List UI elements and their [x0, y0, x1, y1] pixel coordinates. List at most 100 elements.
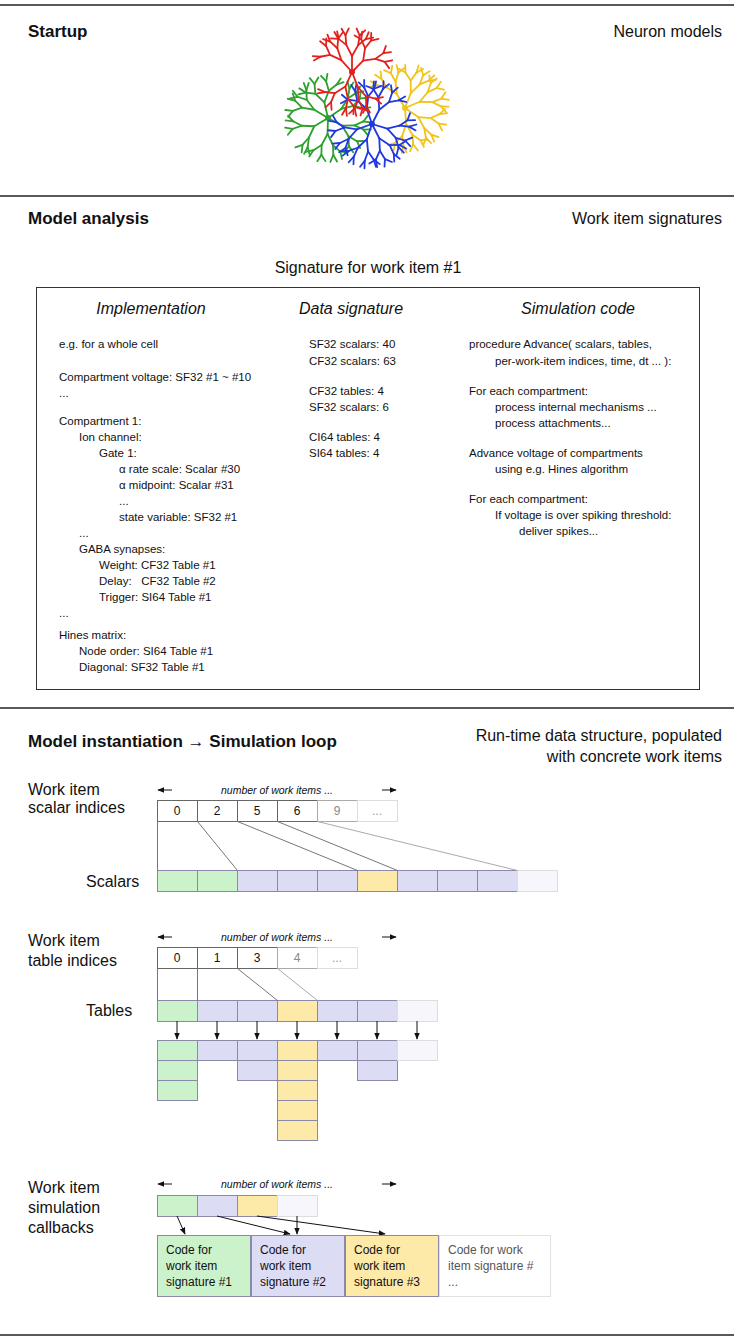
signature-line: e.g. for a whole cell	[59, 336, 158, 352]
dendrite	[336, 127, 345, 131]
dendrite	[298, 97, 307, 100]
table-cell	[158, 1001, 198, 1022]
dendrite	[290, 97, 297, 99]
dendrite	[330, 155, 333, 162]
dendrite	[358, 139, 367, 148]
dendrite	[366, 38, 373, 40]
dendrite	[346, 28, 349, 35]
dendrite	[345, 148, 347, 155]
dendrite	[378, 89, 383, 98]
index-leader	[278, 969, 318, 1001]
dendrite	[440, 113, 448, 114]
dendrite	[331, 131, 335, 137]
dendrite	[302, 125, 314, 127]
table-entry	[158, 1081, 198, 1101]
index-value: 4	[277, 947, 317, 969]
dendrite	[390, 144, 400, 146]
dendrite	[293, 108, 302, 111]
signature-line: CF32 scalars: 63	[309, 353, 396, 369]
callback-cell	[238, 1196, 278, 1217]
dendrite	[315, 94, 324, 103]
dendrite	[385, 60, 392, 62]
index-leader	[238, 969, 278, 1001]
dendrite	[363, 48, 365, 60]
code-label: Code for work item signature # ...	[448, 1242, 539, 1290]
dendrite	[358, 99, 362, 108]
dendrite	[424, 128, 426, 138]
dendrite	[314, 57, 321, 61]
index-cell	[278, 801, 318, 822]
dendrite	[366, 86, 373, 89]
code-box: Code for work item signature #1	[157, 1235, 251, 1297]
dendrite	[441, 99, 449, 100]
callback-cell	[278, 1196, 318, 1217]
dendrite	[365, 96, 367, 106]
dendrite	[387, 126, 399, 129]
dendrite	[306, 93, 316, 94]
neuron-model	[328, 80, 416, 168]
dendrite	[293, 126, 302, 129]
table-entry	[278, 1061, 318, 1081]
signature-line: CI64 tables: 4	[309, 429, 380, 445]
signature-line: SF32 scalars: 40	[309, 336, 395, 352]
column-header: Implementation	[1, 300, 301, 318]
signature-line: ...	[79, 525, 89, 541]
dendrite	[309, 126, 314, 137]
dendrite	[380, 71, 383, 79]
signature-line: process attachments...	[495, 415, 611, 431]
code-label: Code for work item signature #2	[260, 1242, 333, 1290]
table-entry	[398, 1041, 438, 1061]
dendrite	[330, 42, 337, 49]
signature-line: SI64 tables: 4	[309, 445, 379, 461]
dendrite	[366, 96, 375, 98]
signature-line: Delay: CF32 Table #2	[99, 573, 216, 589]
index-value: 1	[197, 947, 237, 969]
dendrite	[421, 68, 423, 75]
section-subtitle: Work item signatures	[422, 209, 722, 228]
dendrite	[327, 35, 330, 42]
dendrite	[314, 84, 317, 94]
dendrite	[349, 157, 354, 163]
index-leader	[157, 969, 158, 1001]
dendrite	[431, 135, 434, 142]
signature-line: Ion channel:	[79, 429, 142, 445]
dendrite	[432, 102, 441, 106]
dendrite	[340, 152, 342, 159]
signature-line: process internal mechanisms ...	[495, 399, 657, 415]
dendrite	[325, 102, 331, 107]
dendrite	[317, 155, 321, 161]
dendrite	[441, 92, 445, 98]
soma	[402, 105, 408, 111]
table-entry	[158, 1041, 198, 1061]
dendrite	[315, 78, 319, 85]
dendrite	[299, 88, 305, 92]
signature-line: Weight: CF32 Table #1	[99, 557, 216, 573]
signature-line: Compartment voltage: SF32 #1 ~ #10	[59, 369, 251, 385]
dendrite	[368, 152, 374, 160]
dendrite	[384, 70, 391, 73]
dendrite	[329, 85, 337, 91]
dendrite	[420, 101, 432, 103]
table-pointer	[257, 1021, 258, 1039]
code-label: Code for work item signature #3	[354, 1242, 427, 1290]
row-label: Scalars	[86, 872, 139, 891]
neuron-model	[370, 65, 449, 153]
table-cell	[318, 1001, 358, 1022]
dendrite	[387, 129, 395, 138]
table-entry	[158, 1061, 198, 1081]
index-cell	[198, 801, 238, 822]
dendrite	[431, 118, 439, 124]
scalar-cell	[278, 871, 318, 892]
index-cell	[358, 801, 398, 822]
table-entry	[358, 1041, 398, 1061]
dendrite	[392, 88, 398, 93]
dendrite	[363, 130, 368, 136]
signature-line: α midpoint: Scalar #31	[119, 477, 234, 493]
dendrite	[399, 69, 406, 73]
index-leader	[238, 822, 358, 871]
dendrite	[409, 127, 416, 131]
index-leader	[318, 822, 518, 871]
table-cell	[358, 1001, 398, 1022]
callback-cell	[158, 1196, 198, 1217]
dendrite	[375, 99, 381, 104]
